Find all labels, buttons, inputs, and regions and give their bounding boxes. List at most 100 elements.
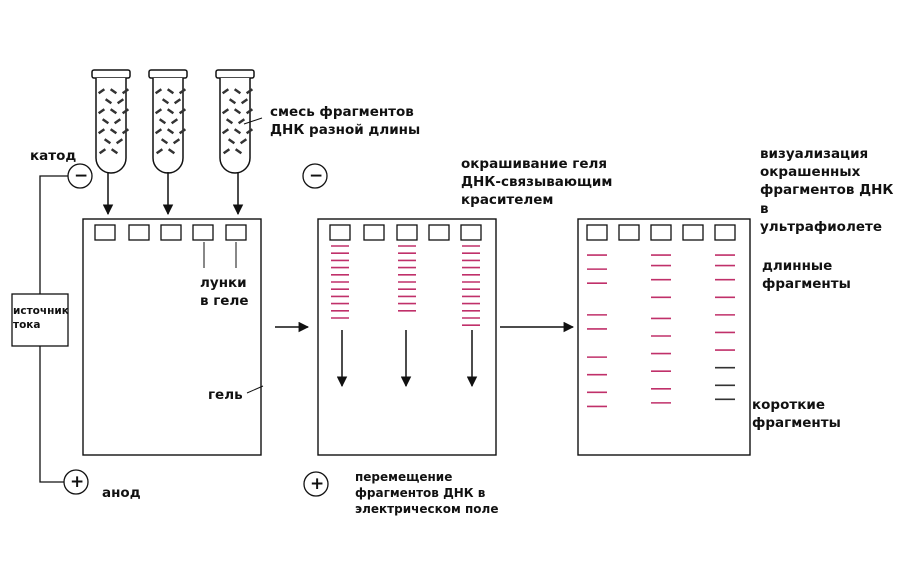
gel-1-well (94, 224, 116, 241)
dna-fragment-mark (245, 128, 254, 135)
dna-fragment-mark (155, 148, 164, 155)
dna-fragments (97, 88, 254, 155)
dna-fragment-mark (237, 118, 246, 125)
cathode-1-symbol: − (74, 166, 89, 186)
dna-fragment-mark (173, 98, 182, 105)
gel-3-well (650, 224, 672, 241)
dna-fragment-mark (104, 98, 113, 105)
dna-fragment-mark (228, 98, 237, 105)
dna-fragment-mark (101, 118, 110, 125)
gel-pointer-line (246, 385, 264, 394)
gel-1-wells (94, 224, 247, 241)
mixture-pointer-line (243, 117, 263, 125)
gel-label: гель (208, 387, 243, 403)
dna-fragment-mark (97, 128, 106, 135)
dna-fragment-mark (239, 138, 248, 145)
dna-fragment-mark (113, 118, 122, 125)
gel-3-bands (587, 254, 735, 408)
dna-fragment-mark (97, 88, 106, 95)
gel-2-well (363, 224, 385, 241)
dna-fragment-mark (154, 108, 163, 115)
gel-2-wells (329, 224, 482, 241)
dna-fragment-mark (154, 128, 163, 135)
dna-fragment-mark (98, 148, 107, 155)
gel-3-wells (586, 224, 736, 241)
dna-fragment-mark (121, 128, 130, 135)
gel-1 (82, 218, 262, 456)
dna-fragment-mark (109, 88, 118, 95)
dna-fragment-mark (166, 128, 175, 135)
test-tube-1 (91, 69, 131, 174)
dna-fragment-mark (154, 88, 163, 95)
gel-3-well (618, 224, 640, 241)
gel-2-bands (331, 245, 480, 327)
dna-fragment-mark (110, 148, 119, 155)
anode-1-icon (63, 469, 89, 495)
test-tube-3 (215, 69, 255, 174)
dna-fragment-mark (109, 128, 118, 135)
dna-fragment-mark (245, 88, 254, 95)
gel-1-well (192, 224, 214, 241)
dna-fragment-mark (221, 108, 230, 115)
migration-label: перемещение фрагментов ДНК в электрическ… (355, 470, 499, 517)
dna-fragment-mark (221, 88, 230, 95)
gel-2-well (396, 224, 418, 241)
gel-2-well (428, 224, 450, 241)
anode-1-symbol: + (70, 472, 85, 492)
gel-1-well (160, 224, 182, 241)
dna-fragment-mark (221, 128, 230, 135)
dna-fragment-mark (227, 138, 236, 145)
gel-3 (577, 218, 751, 456)
dna-fragment-mark (160, 138, 169, 145)
short-fragments-label: короткие фрагменты (752, 397, 841, 432)
wells-label: лунки в геле (200, 275, 249, 310)
long-fragments-label: длинные фрагменты (762, 258, 851, 293)
cathode-1-icon (67, 163, 93, 189)
dna-fragment-mark (245, 108, 254, 115)
gel-3-well (714, 224, 736, 241)
anode-2-icon (303, 471, 329, 497)
anode-label: анод (102, 485, 141, 501)
test-tube-2 (148, 69, 188, 174)
dna-fragment-mark (233, 128, 242, 135)
circuit-wires (39, 175, 68, 483)
gel-2 (317, 218, 497, 456)
staining-label: окрашивание геля ДНК-связывающим красите… (461, 156, 613, 209)
gel-3-well (586, 224, 608, 241)
dna-fragment-mark (103, 138, 112, 145)
gel-1-well (128, 224, 150, 241)
dna-fragment-mark (121, 108, 130, 115)
power-source-box (11, 293, 69, 347)
dna-fragment-mark (97, 108, 106, 115)
dna-fragment-mark (240, 98, 249, 105)
cathode-label: катод (30, 148, 77, 164)
dna-fragment-mark (233, 88, 242, 95)
dna-fragment-mark (222, 148, 231, 155)
dna-fragment-mark (178, 108, 187, 115)
dna-fragment-mark (170, 118, 179, 125)
dna-fragment-mark (116, 98, 125, 105)
cathode-2-symbol: − (309, 166, 324, 186)
cathode-2-icon (302, 163, 328, 189)
visualization-label: визуализация окрашенных фрагментов ДНК в… (760, 146, 894, 235)
dna-fragment-mark (178, 128, 187, 135)
anode-2-symbol: + (310, 474, 325, 494)
gel-3-well (682, 224, 704, 241)
gel-2-well (460, 224, 482, 241)
dna-fragment-mark (234, 148, 243, 155)
gel-2-well (329, 224, 351, 241)
dna-fragment-mark (109, 108, 118, 115)
dna-fragment-mark (178, 88, 187, 95)
dna-fragment-mark (161, 98, 170, 105)
dna-fragment-mark (225, 118, 234, 125)
power-source-label: источник тока (13, 305, 69, 332)
dna-fragment-mark (172, 138, 181, 145)
dna-fragment-mark (166, 108, 175, 115)
gel-1-well (225, 224, 247, 241)
mixture-label: смесь фрагментов ДНК разной длины (270, 104, 421, 139)
dna-fragment-mark (121, 88, 130, 95)
dna-fragment-mark (167, 148, 176, 155)
dna-fragment-mark (166, 88, 175, 95)
